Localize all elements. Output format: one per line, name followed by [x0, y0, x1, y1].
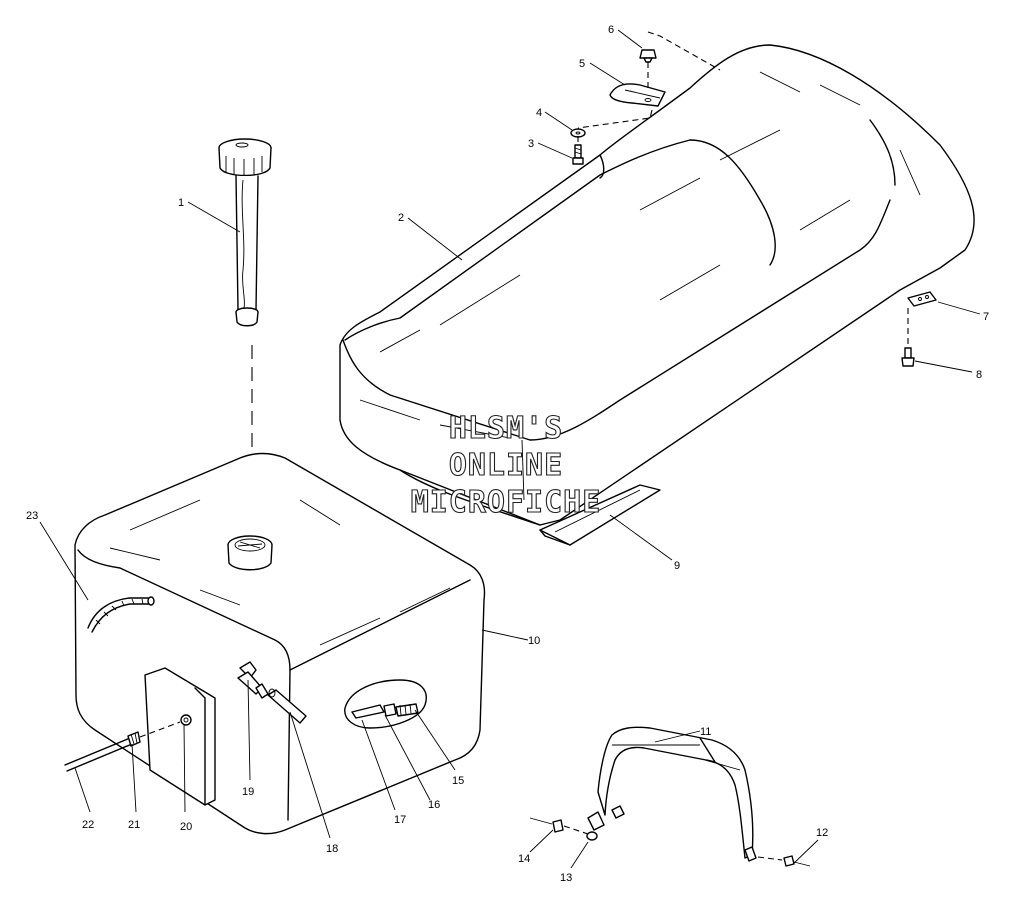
fuel-line-part [64, 731, 141, 772]
callout-23: 23 [26, 510, 38, 522]
fuel-pickup-part [344, 679, 427, 729]
callout-19: 19 [242, 786, 254, 798]
callout-16: 16 [428, 799, 440, 811]
watermark-line-3: MICROFICHE [411, 485, 602, 520]
callout-7: 7 [983, 311, 989, 323]
seat-part [339, 44, 975, 526]
watermark: HLSM'S ONLINE MICROFICHE [410, 410, 602, 520]
callout-2: 2 [398, 212, 404, 224]
callout-15: 15 [452, 775, 464, 787]
callout-20: 20 [180, 821, 192, 833]
callout-5: 5 [579, 58, 585, 70]
watermark-line-2: ONLINE [449, 448, 563, 483]
seat-strap [609, 83, 666, 107]
callout-18: 18 [326, 843, 338, 855]
hose-part-18 [267, 688, 307, 724]
seat-base-strip [539, 484, 661, 546]
washer-part [570, 128, 586, 138]
watermark-line-1: HLSM'S [449, 411, 563, 446]
seat-bracket [907, 291, 937, 307]
callout-10: 10 [528, 635, 540, 647]
callout-4: 4 [536, 107, 542, 119]
callout-8: 8 [976, 369, 982, 381]
callout-13: 13 [560, 872, 572, 884]
vent-hose-part [87, 596, 155, 633]
callout-1: 1 [178, 197, 184, 209]
filler-cap-part [218, 138, 272, 327]
callout-14: 14 [518, 853, 530, 865]
nut-part [639, 49, 657, 63]
callout-9: 9 [674, 560, 680, 572]
tank-strap-part [587, 726, 757, 862]
callout-11: 11 [700, 726, 711, 738]
callout-12: 12 [816, 827, 828, 839]
strap-bolt-part [552, 819, 598, 841]
callout-17: 17 [394, 814, 406, 826]
callout-22: 22 [82, 819, 94, 831]
strap-nut-part [783, 855, 795, 867]
callout-21: 21 [128, 819, 140, 831]
callout-3: 3 [528, 138, 534, 150]
mount-plate-part [144, 667, 216, 806]
elbow-fitting-part [237, 661, 269, 699]
bolt-part [901, 347, 915, 367]
callout-6: 6 [608, 24, 614, 36]
screw-part [572, 144, 584, 165]
